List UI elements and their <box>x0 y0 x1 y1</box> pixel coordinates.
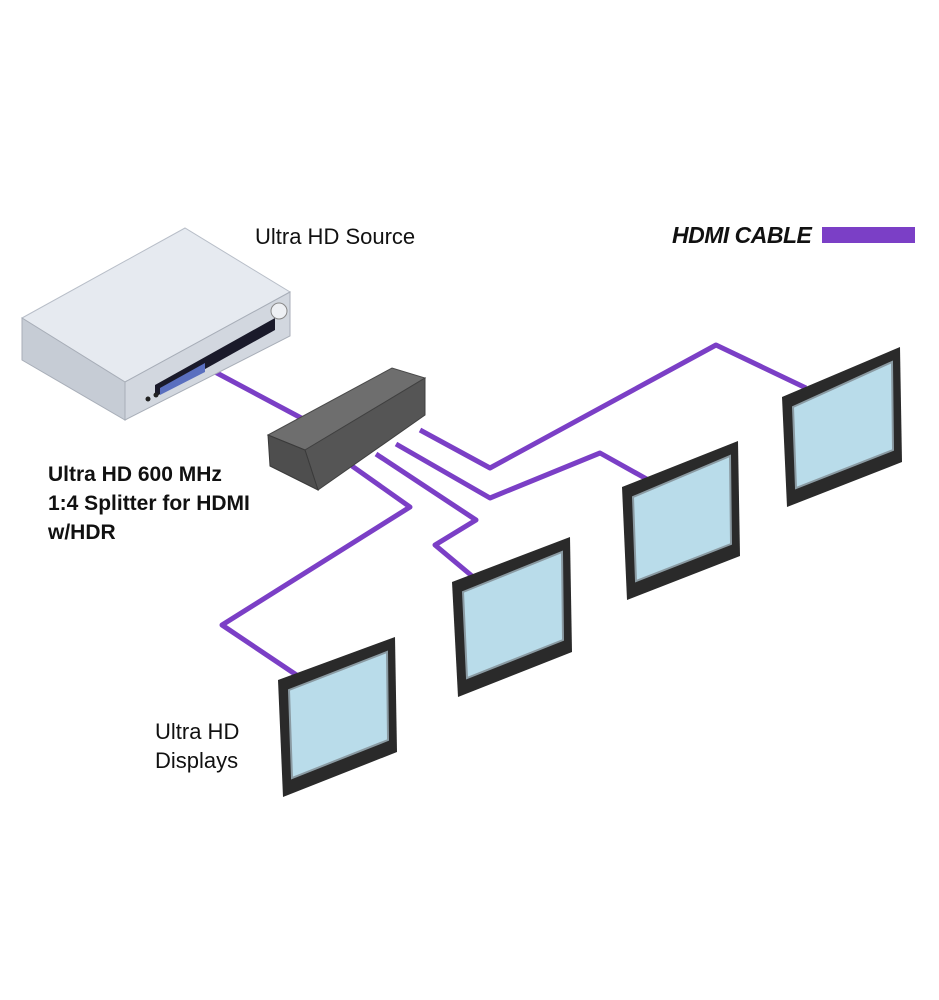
splitter-label-line: 1:4 Splitter for HDMI <box>48 492 250 515</box>
cable-to-display-2 <box>374 451 479 578</box>
legend-swatch <box>822 227 915 243</box>
source-label: Ultra HD Source <box>255 224 416 249</box>
hdmi-cables <box>213 342 808 679</box>
displays-label-line: Ultra HD <box>155 719 240 744</box>
display-2 <box>452 537 572 697</box>
splitter-label-line: Ultra HD 600 MHz <box>48 463 222 486</box>
cable-to-display-4 <box>418 342 808 471</box>
splitter-label: Ultra HD 600 MHz 1:4 Splitter for HDMI w… <box>48 460 250 547</box>
cable-source-to-splitter <box>213 369 307 423</box>
display-4 <box>782 347 902 507</box>
cable-to-display-1 <box>219 463 413 679</box>
displays-label: Ultra HD Displays <box>155 717 239 775</box>
cable-to-display-3 <box>394 441 654 501</box>
displays-label-line: Displays <box>155 748 239 773</box>
legend-label: HDMI CABLE <box>672 222 812 248</box>
splitter-label-line: w/HDR <box>48 521 116 544</box>
display-1 <box>278 637 397 797</box>
splitter-device <box>266 367 427 491</box>
display-3 <box>622 441 740 600</box>
ultra-hd-source-device <box>21 227 292 421</box>
